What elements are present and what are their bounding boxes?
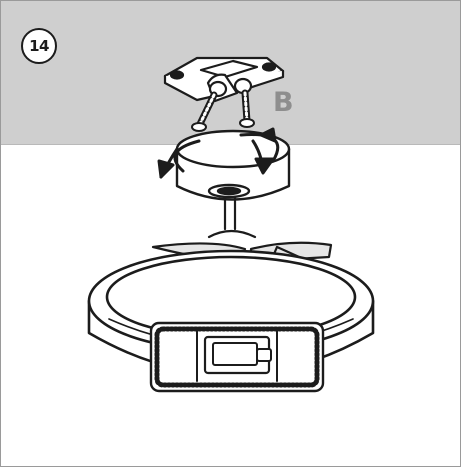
callout-label-b: B (273, 87, 294, 118)
light-module (149, 321, 325, 393)
rotate-arrow-icon (157, 139, 201, 179)
step-number-badge: 14 (21, 28, 57, 64)
mounting-bracket (163, 56, 285, 103)
rotate-arrow-icon (239, 127, 280, 175)
screw (191, 91, 218, 132)
step-number: 14 (29, 37, 49, 55)
screw (239, 89, 255, 128)
downrod (207, 195, 257, 239)
